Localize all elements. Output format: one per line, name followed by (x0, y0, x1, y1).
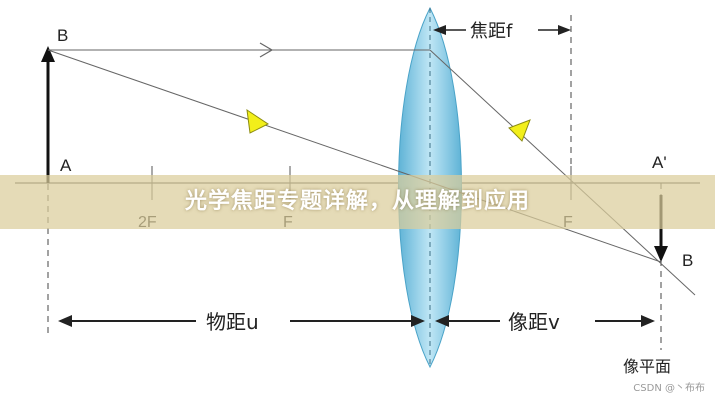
refracted-ray-arrow-icon (508, 119, 531, 142)
label-image-distance: 像距v (508, 310, 560, 334)
parallel-ray-chevron (259, 42, 274, 58)
label-b-top: B (57, 26, 68, 45)
object-dim-left-arrowhead (58, 315, 72, 327)
title-banner (0, 175, 715, 229)
label-image-plane: 像平面 (623, 357, 671, 376)
label-b-bottom: B (682, 251, 693, 270)
refracted-ray (429, 49, 696, 296)
banner-title: 光学焦距专题详解，从理解到应用 (184, 189, 530, 214)
label-focal-length: 焦距f (470, 21, 513, 42)
image-dim-right-arrowhead (641, 315, 655, 327)
focal-dim-left-arrowhead (433, 25, 446, 35)
image-dim-left-arrowhead (435, 315, 449, 327)
object-arrowhead (41, 46, 55, 62)
label-a-prime: A' (652, 153, 667, 172)
label-object-distance: 物距u (206, 310, 259, 334)
object-dim-right-arrowhead (411, 315, 425, 327)
central-ray-arrow-icon (246, 108, 269, 134)
watermark: CSDN @丶布布 (633, 383, 705, 394)
focal-dim-right-arrowhead (558, 25, 571, 35)
image-arrowhead (654, 246, 668, 262)
label-a-left: A (60, 156, 72, 175)
